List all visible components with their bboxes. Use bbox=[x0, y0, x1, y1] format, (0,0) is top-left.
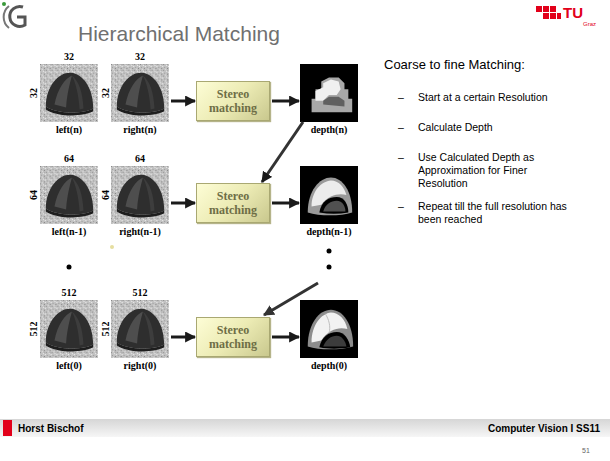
bullet-dash: – bbox=[398, 200, 404, 213]
dimension-label: 64 bbox=[64, 153, 74, 164]
dimension-label: 32 bbox=[99, 88, 110, 98]
image-caption: right(0) bbox=[124, 360, 157, 372]
left-image: left(n-1) bbox=[40, 166, 98, 224]
logo-text: Graz bbox=[583, 21, 596, 28]
image-caption: depth(0) bbox=[311, 360, 347, 372]
box-label: Stereo matching bbox=[200, 189, 266, 217]
image-caption: left(n) bbox=[56, 124, 82, 136]
dimension-label: 32 bbox=[64, 51, 74, 62]
flow-arrow bbox=[272, 202, 299, 205]
dimension-label: 512 bbox=[62, 287, 77, 298]
refine-arrow bbox=[264, 283, 318, 315]
image-caption: depth(n-1) bbox=[306, 226, 351, 238]
box-label: Stereo matching bbox=[200, 323, 266, 351]
footer-bar bbox=[0, 419, 610, 437]
left-image: left(n) bbox=[40, 64, 98, 122]
depth-map: depth(n) bbox=[300, 64, 358, 122]
dimension-label: 32 bbox=[135, 51, 145, 62]
flow-arrow bbox=[272, 336, 299, 339]
bullet-text: Start at a certain Resolution bbox=[418, 91, 568, 104]
author-name: Horst Bischof bbox=[18, 422, 84, 435]
list-heading: Coarse to fine Matching: bbox=[384, 57, 525, 72]
process-box: Stereo matching bbox=[196, 81, 270, 121]
dimension-label: 64 bbox=[99, 190, 110, 200]
image-caption: left(n-1) bbox=[52, 226, 86, 238]
dimension-label: 32 bbox=[28, 88, 39, 98]
bullet-text: Use Calculated Depth as Approximation fo… bbox=[418, 151, 568, 190]
institute-logo bbox=[2, 2, 25, 28]
stereo-images bbox=[40, 64, 358, 358]
bullet-text: Calculate Depth bbox=[418, 121, 568, 134]
flow-arrow bbox=[171, 100, 195, 103]
dimension-label: 64 bbox=[28, 190, 39, 200]
dimension-label: 512 bbox=[28, 322, 39, 337]
university-logo bbox=[536, 6, 561, 19]
depth-map: depth(n-1) bbox=[300, 166, 358, 224]
image-caption: right(n-1) bbox=[119, 226, 161, 238]
flow-arrow bbox=[272, 100, 299, 103]
right-image: right(0) bbox=[111, 300, 169, 358]
process-box: Stereo matching bbox=[196, 183, 270, 223]
dimension-label: 64 bbox=[135, 153, 145, 164]
ellipsis-dots bbox=[67, 245, 332, 270]
page-number: 51 bbox=[582, 447, 590, 455]
right-image: right(n) bbox=[111, 64, 169, 122]
flow-arrow bbox=[171, 202, 195, 205]
flow-arrow bbox=[262, 122, 303, 182]
bullet-dash: – bbox=[398, 121, 404, 134]
footer-mark bbox=[3, 420, 12, 436]
depth-map: depth(0) bbox=[300, 300, 358, 358]
box-label: Stereo matching bbox=[200, 87, 266, 115]
slide-title: Hierarchical Matching bbox=[78, 22, 280, 46]
logo-text: TU bbox=[563, 5, 583, 21]
bullet-dash: – bbox=[398, 91, 404, 104]
image-caption: left(0) bbox=[56, 360, 82, 372]
dimension-label: 512 bbox=[99, 322, 110, 337]
right-image: right(n-1) bbox=[111, 166, 169, 224]
left-image: left(0) bbox=[40, 300, 98, 358]
flow-arrow bbox=[171, 336, 195, 339]
process-box: Stereo matching bbox=[196, 317, 270, 357]
image-caption: right(n) bbox=[123, 124, 156, 136]
bullet-text: Repeat till the full resolution has been… bbox=[418, 200, 568, 226]
dimension-label: 512 bbox=[133, 287, 148, 298]
bullet-dash: – bbox=[398, 151, 404, 164]
course-name: Computer Vision I SS11 bbox=[488, 422, 600, 435]
image-caption: depth(n) bbox=[311, 124, 348, 136]
